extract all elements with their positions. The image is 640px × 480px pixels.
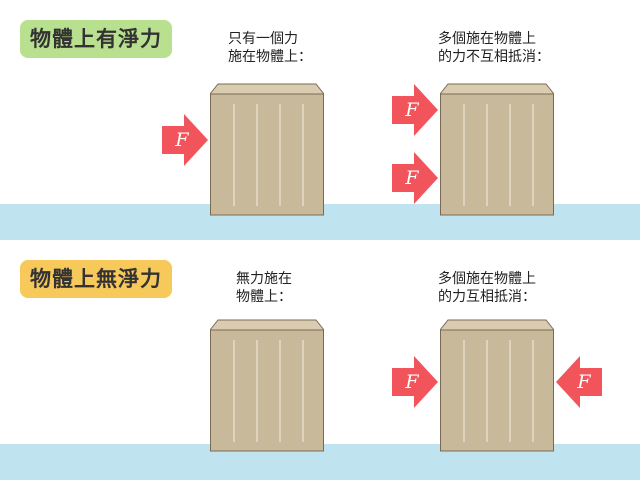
crate-graphic	[440, 83, 554, 216]
caption-line: 施在物體上：	[228, 49, 312, 65]
crate	[440, 318, 554, 452]
force-arrow-right: F	[392, 152, 438, 204]
crate-graphic	[210, 83, 324, 216]
force-label: F	[577, 371, 591, 393]
force-label: F	[405, 167, 419, 189]
force-arrow-right: F	[162, 114, 208, 166]
force-label: F	[405, 371, 419, 393]
caption-line: 只有一個力	[228, 31, 298, 47]
force-label: F	[175, 129, 189, 151]
crate	[210, 82, 324, 216]
no-net-force-panel: 物體上無淨力 無力施在 物體上： 多個施在物體上 的力互相抵消： F F	[0, 240, 640, 480]
arrow-shape	[392, 356, 438, 408]
net-force-panel: 物體上有淨力 只有一個力 施在物體上： 多個施在物體上 的力不互相抵消： F F…	[0, 20, 640, 240]
arrow-shape	[392, 84, 438, 136]
force-label: F	[405, 99, 419, 121]
crate	[440, 82, 554, 216]
caption-line: 多個施在物體上	[438, 31, 536, 47]
net-force-badge: 物體上有淨力	[20, 20, 172, 58]
arrow-shape	[162, 114, 208, 166]
multi-force-caption: 多個施在物體上 的力不互相抵消：	[438, 30, 550, 66]
caption-line: 物體上：	[236, 289, 292, 305]
caption-line: 的力互相抵消：	[438, 289, 536, 305]
force-arrow-right: F	[392, 84, 438, 136]
caption-line: 的力不互相抵消：	[438, 49, 550, 65]
force-arrow-left: F	[556, 356, 602, 408]
single-force-caption: 只有一個力 施在物體上：	[228, 30, 312, 66]
crate	[210, 318, 324, 452]
no-net-force-badge: 物體上無淨力	[20, 260, 172, 298]
balanced-force-caption: 多個施在物體上 的力互相抵消：	[438, 270, 536, 306]
no-force-caption: 無力施在 物體上：	[236, 270, 292, 306]
caption-line: 多個施在物體上	[438, 271, 536, 287]
arrow-shape	[556, 356, 602, 408]
arrow-shape	[392, 152, 438, 204]
crate-graphic	[440, 319, 554, 452]
caption-line: 無力施在	[236, 271, 292, 287]
crate-graphic	[210, 319, 324, 452]
force-arrow-right: F	[392, 356, 438, 408]
